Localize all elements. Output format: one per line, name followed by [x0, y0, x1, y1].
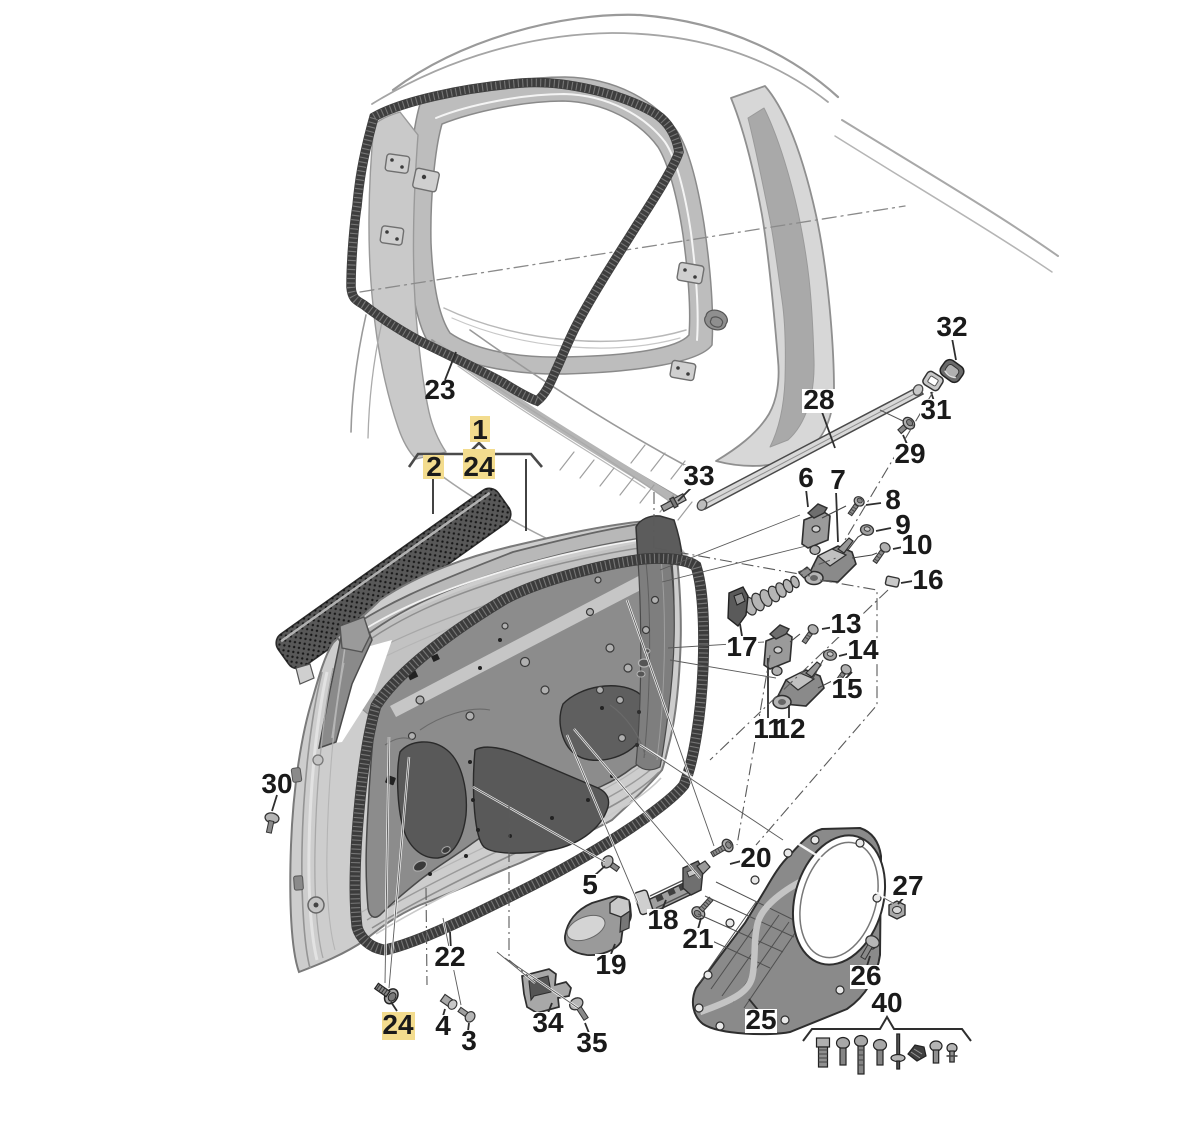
svg-text:1: 1	[472, 414, 488, 445]
svg-text:16: 16	[912, 564, 943, 595]
svg-text:31: 31	[920, 394, 951, 425]
svg-text:3: 3	[461, 1025, 477, 1056]
svg-text:17: 17	[726, 631, 757, 662]
svg-text:8: 8	[885, 484, 901, 515]
svg-text:21: 21	[682, 923, 713, 954]
svg-text:25: 25	[745, 1004, 776, 1035]
svg-text:4: 4	[435, 1010, 451, 1041]
svg-text:33: 33	[683, 460, 714, 491]
svg-text:9: 9	[895, 509, 911, 540]
svg-text:10: 10	[901, 529, 932, 560]
svg-text:11: 11	[753, 713, 783, 744]
svg-text:27: 27	[892, 870, 923, 901]
svg-text:2: 2	[426, 451, 442, 482]
svg-text:20: 20	[740, 842, 771, 873]
svg-text:26: 26	[850, 960, 881, 991]
svg-text:5: 5	[582, 869, 598, 900]
svg-text:40: 40	[871, 987, 902, 1018]
svg-text:24: 24	[382, 1009, 414, 1040]
svg-text:12: 12	[774, 713, 805, 744]
svg-text:30: 30	[261, 768, 292, 799]
svg-text:32: 32	[936, 311, 967, 342]
svg-text:24: 24	[463, 451, 495, 482]
svg-text:28: 28	[803, 384, 834, 415]
svg-text:14: 14	[847, 634, 879, 665]
svg-text:23: 23	[424, 374, 455, 405]
svg-text:15: 15	[831, 673, 862, 704]
svg-text:7: 7	[830, 464, 846, 495]
svg-text:18: 18	[647, 904, 678, 935]
svg-text:13: 13	[830, 608, 861, 639]
svg-text:22: 22	[434, 941, 465, 972]
svg-text:29: 29	[894, 438, 925, 469]
svg-text:35: 35	[576, 1027, 607, 1058]
svg-text:19: 19	[595, 949, 626, 980]
svg-text:6: 6	[798, 462, 814, 493]
svg-text:34: 34	[532, 1007, 564, 1038]
